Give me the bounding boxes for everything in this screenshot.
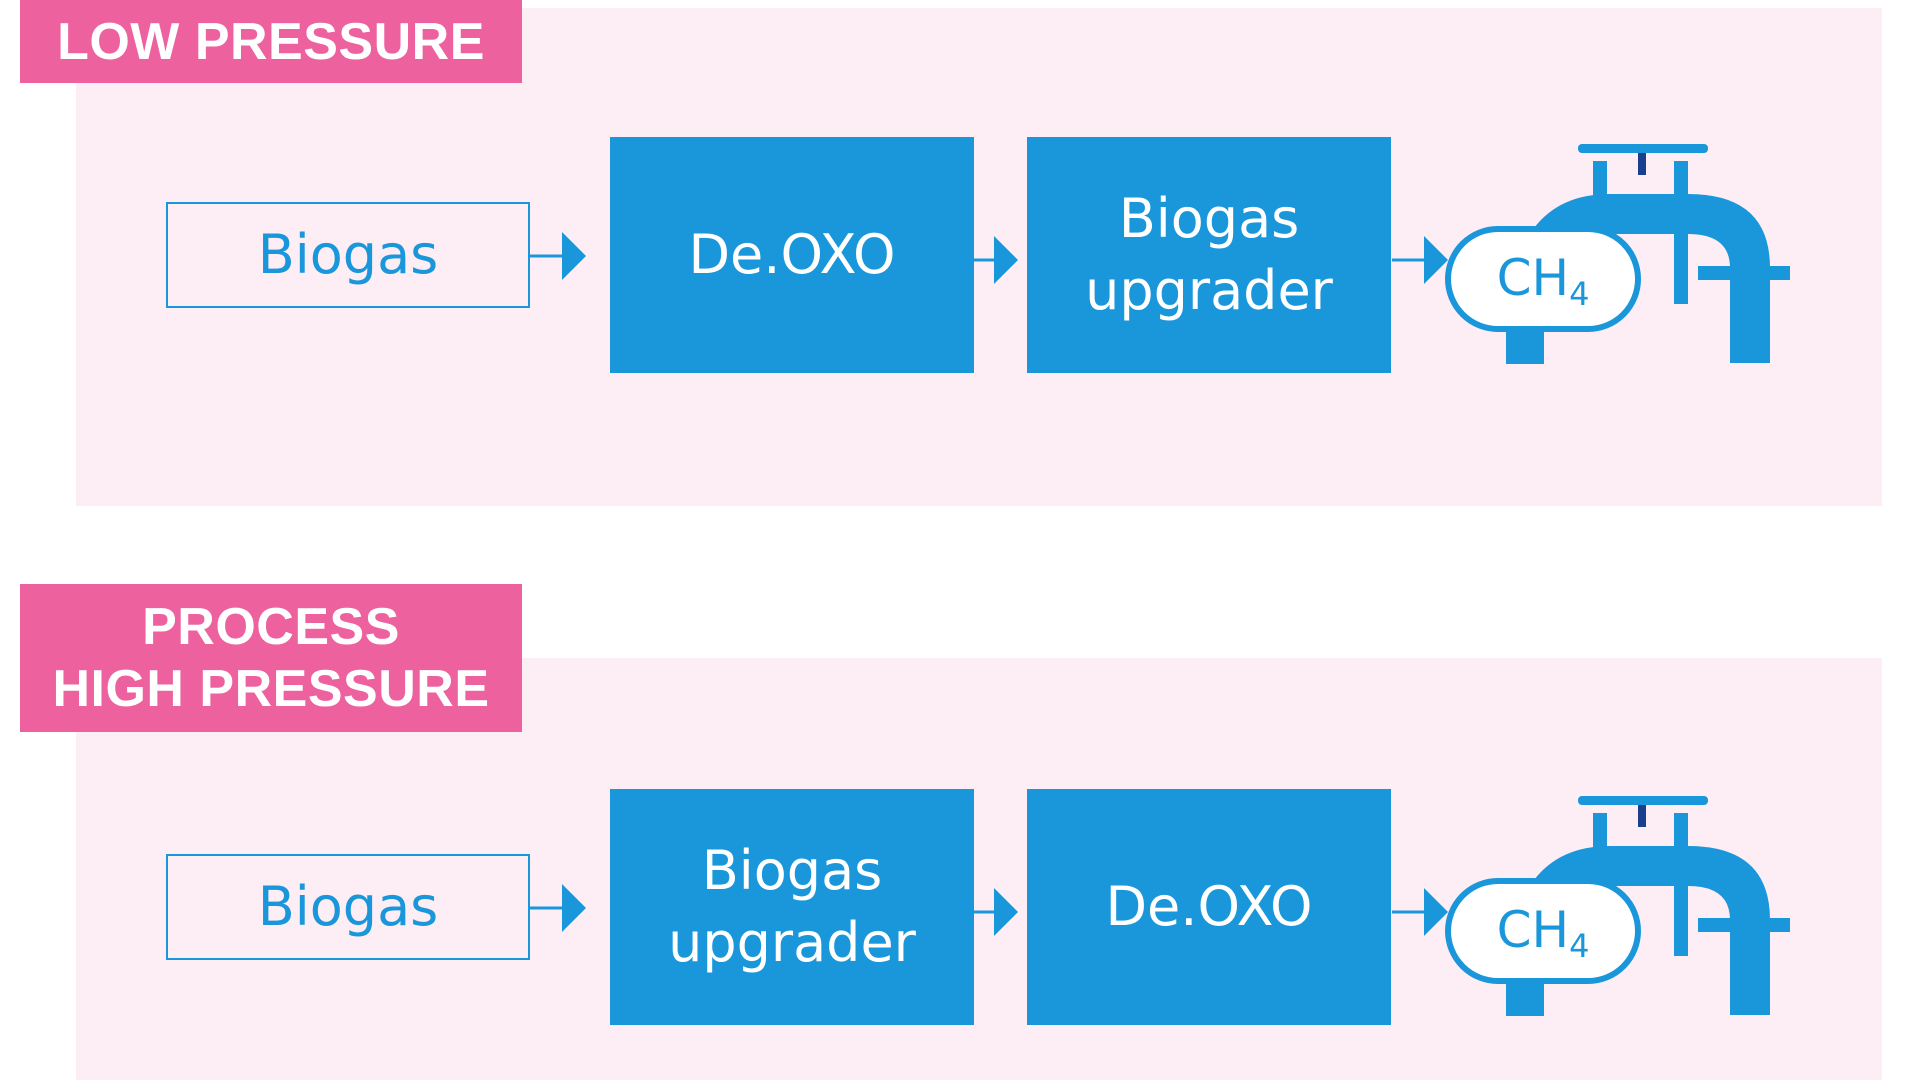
step-label: De.OXO [1105,875,1313,938]
biogas-source-label: Biogas [257,875,439,938]
biogas-source-box: Biogas [166,202,530,308]
step-label: Biogas [701,839,883,902]
gas-plant-icon [1445,144,1790,364]
ch4-subscript: 4 [1569,275,1590,313]
biogas-upgrader-box: Biogas upgrader [1027,137,1391,373]
deoxo-box: De.OXO [1027,789,1391,1025]
ch4-label: CH4 [1453,900,1633,976]
ch4-main: CH [1496,901,1570,959]
tag-line: HIGH PRESSURE [52,660,490,718]
step-label: upgrader [668,911,916,974]
tag-line: PROCESS [142,598,400,656]
tag-line: LOW PRESSURE [57,12,485,71]
arrow-right-icon [530,232,586,280]
arrow-right-icon [974,888,1018,936]
step-label: Biogas [1118,187,1300,250]
biogas-upgrader-box: Biogas upgrader [610,789,974,1025]
ch4-label: CH4 [1453,248,1633,324]
low-pressure-tag: LOW PRESSURE [20,0,522,83]
deoxo-box: De.OXO [610,137,974,373]
arrow-right-icon [1392,888,1448,936]
biogas-source-box: Biogas [166,854,530,960]
arrow-right-icon [530,884,586,932]
arrow-right-icon [974,236,1018,284]
step-label: De.OXO [688,223,896,286]
ch4-subscript: 4 [1569,927,1590,965]
ch4-main: CH [1496,249,1570,307]
gas-plant-icon [1445,796,1790,1016]
arrow-right-icon [1392,236,1448,284]
high-pressure-tag: PROCESS HIGH PRESSURE [20,584,522,732]
step-label: upgrader [1085,259,1333,322]
biogas-source-label: Biogas [257,223,439,286]
